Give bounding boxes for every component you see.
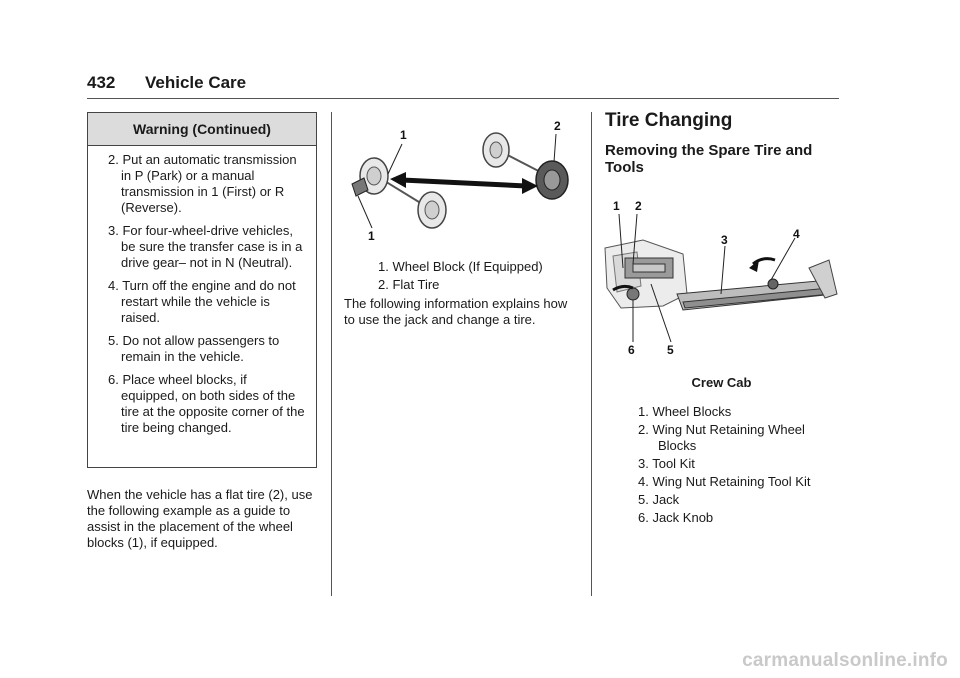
wheel-block-illustration: 1 1 2 xyxy=(351,119,569,243)
spare-tire-tools-illustration: 1 2 3 4 5 6 xyxy=(604,199,838,357)
flat-tire xyxy=(535,160,569,200)
page-number: 432 xyxy=(87,73,116,92)
watermark: carmanualsonline.info xyxy=(742,650,948,671)
legend-item: 1. Wheel Blocks xyxy=(638,404,732,419)
wheel-figure-legend: 1. Wheel Block (If Equipped) 2. Flat Tir… xyxy=(378,258,543,294)
warning-item: 2. Put an automatic transmission in P (P… xyxy=(108,152,297,215)
callout-label: 2 xyxy=(554,119,561,133)
wing-nut xyxy=(767,278,779,290)
callout-label: 6 xyxy=(628,343,635,357)
legend-item: 4. Wing Nut Retaining Tool Kit xyxy=(638,474,811,489)
legend-item: 5. Jack xyxy=(638,492,680,507)
wheel-block xyxy=(351,177,369,197)
legend-item: 1. Wheel Block (If Equipped) xyxy=(378,259,543,274)
page-header: 432 Vehicle Care xyxy=(87,70,839,99)
figure-caption: Crew Cab xyxy=(691,375,752,390)
section-title: Vehicle Care xyxy=(145,73,247,92)
column-divider xyxy=(331,112,332,596)
warning-title: Warning (Continued) xyxy=(88,113,316,146)
callout-label: 5 xyxy=(667,343,674,357)
jack-info-paragraph: The following information explains how t… xyxy=(344,296,568,327)
turn-arrow xyxy=(752,257,776,266)
callout-label: 3 xyxy=(721,233,728,247)
rear-wheel-right xyxy=(417,191,447,229)
flat-tire-paragraph: When the vehicle has a flat tire (2), us… xyxy=(87,487,313,550)
diagonal-arrow xyxy=(390,172,538,194)
warning-item: 5. Do not allow passengers to remain in … xyxy=(108,333,280,364)
tire-changing-heading: Tire Changing xyxy=(605,110,733,131)
tools-figure-legend: 1. Wheel Blocks 2. Wing Nut Retaining Wh… xyxy=(638,404,838,528)
warning-item: 3. For four-wheel-drive vehicles, be sur… xyxy=(108,223,303,270)
rear-wheel-left xyxy=(359,157,389,195)
warning-item: 4. Turn off the engine and do not restar… xyxy=(108,278,296,325)
legend-item: 2. Wing Nut Retaining Wheel Blocks xyxy=(638,422,805,453)
jack-knob xyxy=(626,287,640,301)
callout-label: 1 xyxy=(368,229,375,243)
callout-label: 4 xyxy=(793,227,800,241)
callout-label: 1 xyxy=(400,128,407,142)
legend-item: 6. Jack Knob xyxy=(638,510,714,525)
callout-label: 2 xyxy=(635,199,642,213)
legend-item: 3. Tool Kit xyxy=(638,456,695,471)
removing-spare-subheading: Removing the Spare Tire and Tools xyxy=(605,142,813,176)
callout-label: 1 xyxy=(613,199,620,213)
front-wheel-left xyxy=(482,132,510,168)
warning-list: 2. Put an automatic transmission in P (P… xyxy=(88,146,316,436)
column-divider xyxy=(591,112,592,596)
warning-item: 6. Place wheel blocks, if equipped, on b… xyxy=(108,372,305,435)
legend-item: 2. Flat Tire xyxy=(378,277,440,292)
warning-box: Warning (Continued) 2. Put an automatic … xyxy=(87,112,317,468)
